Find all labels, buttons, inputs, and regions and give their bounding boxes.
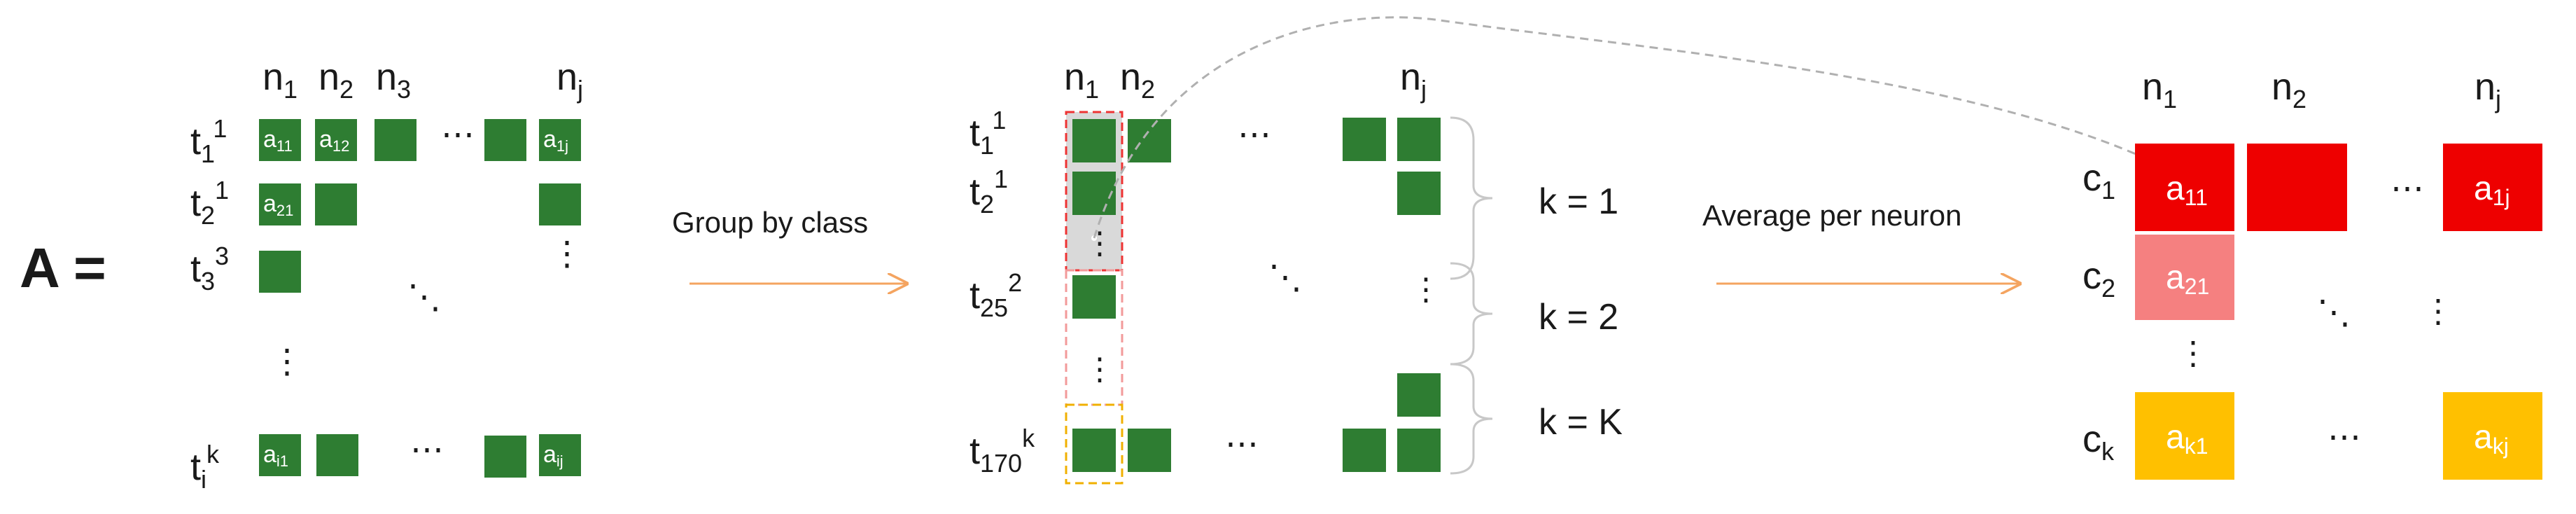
right-row-header-c1: c1 bbox=[2082, 157, 2115, 204]
left-cell-a1j bbox=[539, 119, 581, 161]
mid-row170-hdots: ⋯ bbox=[1225, 426, 1259, 463]
left-cell-a1j-label: a1j bbox=[543, 126, 568, 155]
mid-row-header-t1: t11 bbox=[969, 106, 1006, 160]
matrix-label: A = bbox=[20, 237, 106, 299]
left-cell-a21-label: a21 bbox=[263, 190, 293, 219]
right-cell-a21 bbox=[2135, 235, 2234, 320]
mid-cell-t170-extra bbox=[1343, 429, 1386, 472]
mid-cell-t170-nj bbox=[1397, 429, 1441, 472]
left-row-header-t2: t21 bbox=[190, 176, 229, 230]
group-by-class-label: Group by class bbox=[672, 206, 868, 239]
mid-ddots: ⋱ bbox=[1268, 259, 1302, 296]
right-col-j-vdots: ⋮ bbox=[2422, 293, 2454, 329]
right-row1-hdots: ⋯ bbox=[2390, 170, 2424, 207]
right-cell-ak1-label: ak1 bbox=[2166, 419, 2208, 459]
left-col-header-n1: n1 bbox=[262, 56, 298, 104]
right-col-header-n1: n1 bbox=[2142, 66, 2177, 113]
left-col-header-n3: n3 bbox=[376, 56, 411, 104]
left-cell-a11-label: a11 bbox=[263, 126, 293, 155]
mid-cell-t1-extra bbox=[1343, 118, 1386, 161]
class-k-group-box bbox=[1065, 403, 1124, 485]
right-matrix: n1 n2 nj c1 c2 ck a11 ⋯ a1j a21 ⋱ ⋮ ⋮ ak… bbox=[2082, 66, 2542, 480]
mid-row1-hdots: ⋯ bbox=[1238, 116, 1271, 153]
left-cell-a31 bbox=[259, 251, 301, 293]
right-cell-a11 bbox=[2135, 144, 2234, 231]
mid-col-header-nj: nj bbox=[1400, 56, 1427, 104]
average-per-neuron-label: Average per neuron bbox=[1702, 199, 1962, 232]
mid-col-j-vdots: ⋮ bbox=[1410, 272, 1441, 307]
mid-class1-vdots: ⋮ bbox=[1084, 226, 1115, 261]
left-cell-a12 bbox=[315, 119, 357, 161]
left-cell-aij-label: aij bbox=[543, 441, 564, 470]
mid-cell-t1-nj bbox=[1397, 118, 1441, 161]
right-cell-a1j bbox=[2443, 144, 2542, 231]
mid-col-header-n1: n1 bbox=[1064, 56, 1099, 104]
mid-row-header-t25: t252 bbox=[969, 268, 1022, 322]
mid-cell-t1-n1 bbox=[1072, 119, 1116, 162]
left-cell-ai2 bbox=[316, 434, 358, 476]
group-label-k2: k = 2 bbox=[1539, 297, 1618, 338]
right-row-header-c2: c2 bbox=[2082, 255, 2115, 303]
left-cell-rowi-extra bbox=[484, 436, 526, 478]
left-cell-a12-label: a12 bbox=[319, 126, 349, 155]
left-rowi-hdots: ⋯ bbox=[410, 431, 444, 468]
mid-col-header-n2: n2 bbox=[1120, 56, 1155, 104]
right-col-header-nj: nj bbox=[2474, 66, 2501, 113]
left-cell-a13 bbox=[374, 119, 416, 161]
right-ddots: ⋱ bbox=[2317, 294, 2351, 331]
left-row-header-t3: t33 bbox=[190, 242, 229, 296]
brace-kK bbox=[1450, 363, 1493, 475]
right-col1-vdots: ⋮ bbox=[2177, 335, 2209, 371]
left-cell-ai1 bbox=[259, 434, 301, 476]
right-cell-a1j-label: a1j bbox=[2474, 170, 2510, 210]
left-row-header-ti: tik bbox=[190, 440, 220, 494]
left-matrix: n1 n2 n3 nj t11 t21 t33 tik a11 a12 ⋯ a1… bbox=[190, 56, 584, 494]
right-cell-akj-label: akj bbox=[2474, 419, 2509, 459]
left-cell-aij bbox=[539, 434, 581, 476]
brace-k2 bbox=[1450, 262, 1493, 366]
left-col-header-nj: nj bbox=[556, 56, 583, 104]
average-curve-arrow bbox=[1093, 16, 2178, 239]
left-cell-row1-extra bbox=[484, 119, 526, 161]
left-ddots: ⋱ bbox=[407, 279, 441, 316]
group-label-kK: k = K bbox=[1539, 402, 1623, 443]
right-col-header-n2: n2 bbox=[2272, 66, 2306, 113]
right-cell-akj bbox=[2443, 392, 2542, 480]
right-cell-ak1 bbox=[2135, 392, 2234, 480]
right-cell-a21-label: a21 bbox=[2166, 259, 2209, 299]
mid-cell-t170-n2 bbox=[1128, 429, 1171, 472]
group-label-k1: k = 1 bbox=[1539, 181, 1618, 222]
right-cell-a12 bbox=[2247, 144, 2347, 231]
right-row-header-ck: ck bbox=[2082, 418, 2115, 466]
middle-matrix: n1 n2 nj t11 t21 t252 t170k ⋮ ⋯ ⋮ ⋱ ⋮ ⋯ bbox=[969, 56, 1623, 485]
brace-k1 bbox=[1450, 116, 1493, 280]
left-cell-a2j bbox=[539, 183, 581, 225]
mid-cell-t25-n1 bbox=[1072, 275, 1116, 319]
right-cell-a11-label: a11 bbox=[2166, 170, 2208, 210]
mid-cell-tK-nj bbox=[1397, 373, 1441, 417]
left-cell-ai1-label: ai1 bbox=[263, 441, 288, 470]
mid-cell-t1-n2 bbox=[1128, 119, 1171, 162]
mid-class2-vdots: ⋮ bbox=[1084, 352, 1115, 387]
mid-cell-t2-nj bbox=[1397, 172, 1441, 215]
mid-cell-t2-n1 bbox=[1072, 172, 1116, 215]
left-cell-a21 bbox=[259, 183, 301, 225]
right-rowk-hdots: ⋯ bbox=[2328, 419, 2361, 456]
mid-row-header-t2: t21 bbox=[969, 165, 1008, 218]
mid-row-header-t170: t170k bbox=[969, 424, 1035, 478]
left-col1-vdots: ⋮ bbox=[270, 343, 304, 380]
left-cell-a11 bbox=[259, 119, 301, 161]
left-row1-hdots: ⋯ bbox=[441, 116, 475, 153]
left-cell-a22 bbox=[315, 183, 357, 225]
left-col-header-n2: n2 bbox=[318, 56, 354, 104]
left-col-j-vdots: ⋮ bbox=[550, 235, 584, 272]
left-row-header-t1: t11 bbox=[190, 114, 227, 168]
mid-cell-t170-n1 bbox=[1072, 429, 1116, 472]
